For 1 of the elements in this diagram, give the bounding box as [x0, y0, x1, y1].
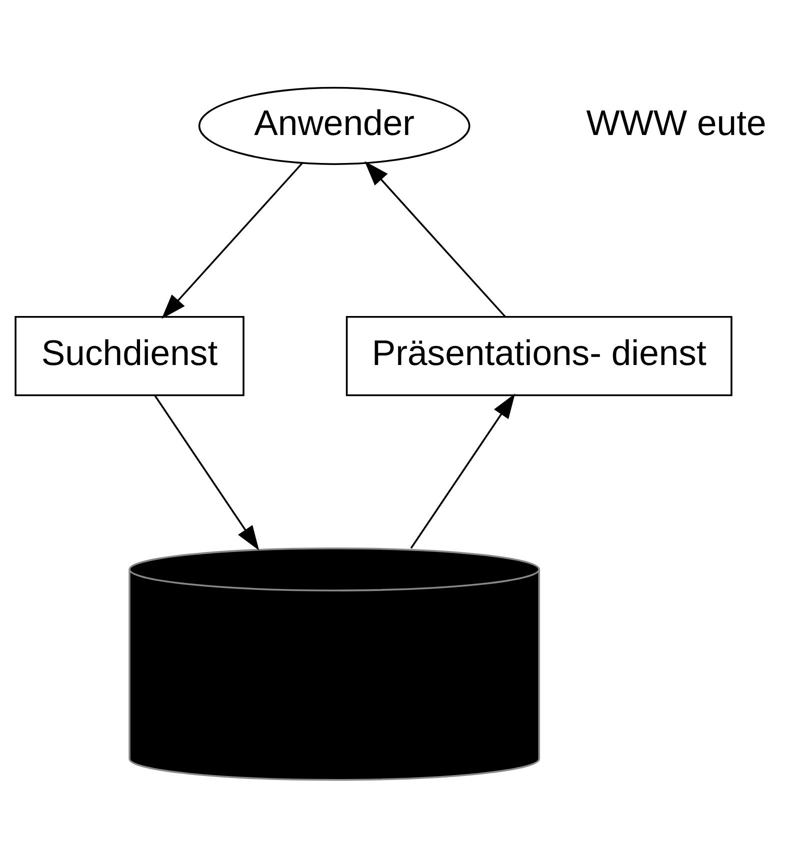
label: WWW eute — [586, 102, 766, 143]
